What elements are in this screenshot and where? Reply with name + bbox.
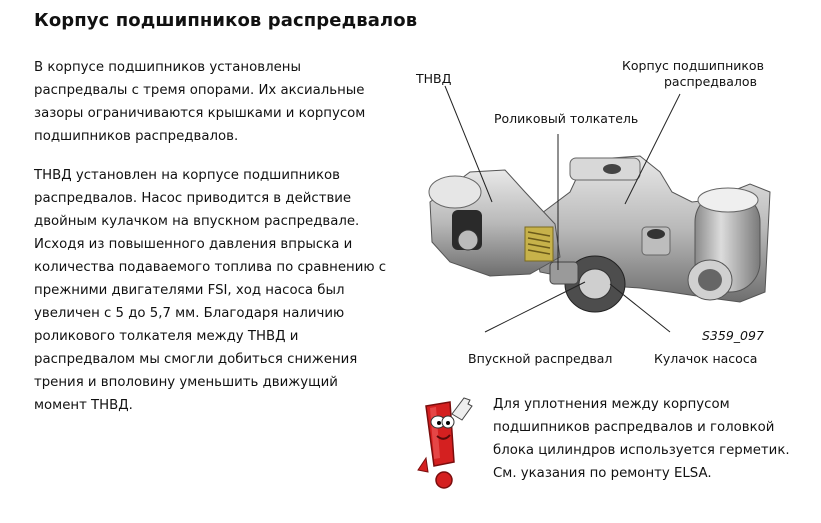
intro-paragraph: В корпусе подшипников установлены распре… [34,60,366,144]
callout-roller-tappet: Роликовый толкатель [494,111,639,126]
callout-housing-line1: Корпус подшипников [622,58,764,73]
figure-code: S359_097 [702,328,764,343]
callout-intake-camshaft: Впускной распредвал [468,351,613,366]
callout-hpfp: ТНВД [416,71,452,86]
page-title: Корпус подшипников распредвалов [34,10,418,31]
camshaft-cylinder-shape [687,187,761,301]
camshaft-housing-illustration [428,85,771,333]
pump-paragraph: ТНВД установлен на корпусе подшипников р… [34,168,387,413]
callout-housing-line2: распредвалов [664,74,757,89]
sealant-note: Для уплотнения между корпусом подшипнико… [493,397,790,481]
callout-pump-cam: Кулачок насоса [654,351,758,366]
exclamation-mascot-icon [412,392,482,492]
callout-leader-lines [444,85,681,333]
fuel-pump-shape [428,169,561,277]
pump-cam-shape [549,255,626,313]
camshaft-housing-figure: ТНВД Корпус подшипников распредвалов Рол… [410,52,821,377]
